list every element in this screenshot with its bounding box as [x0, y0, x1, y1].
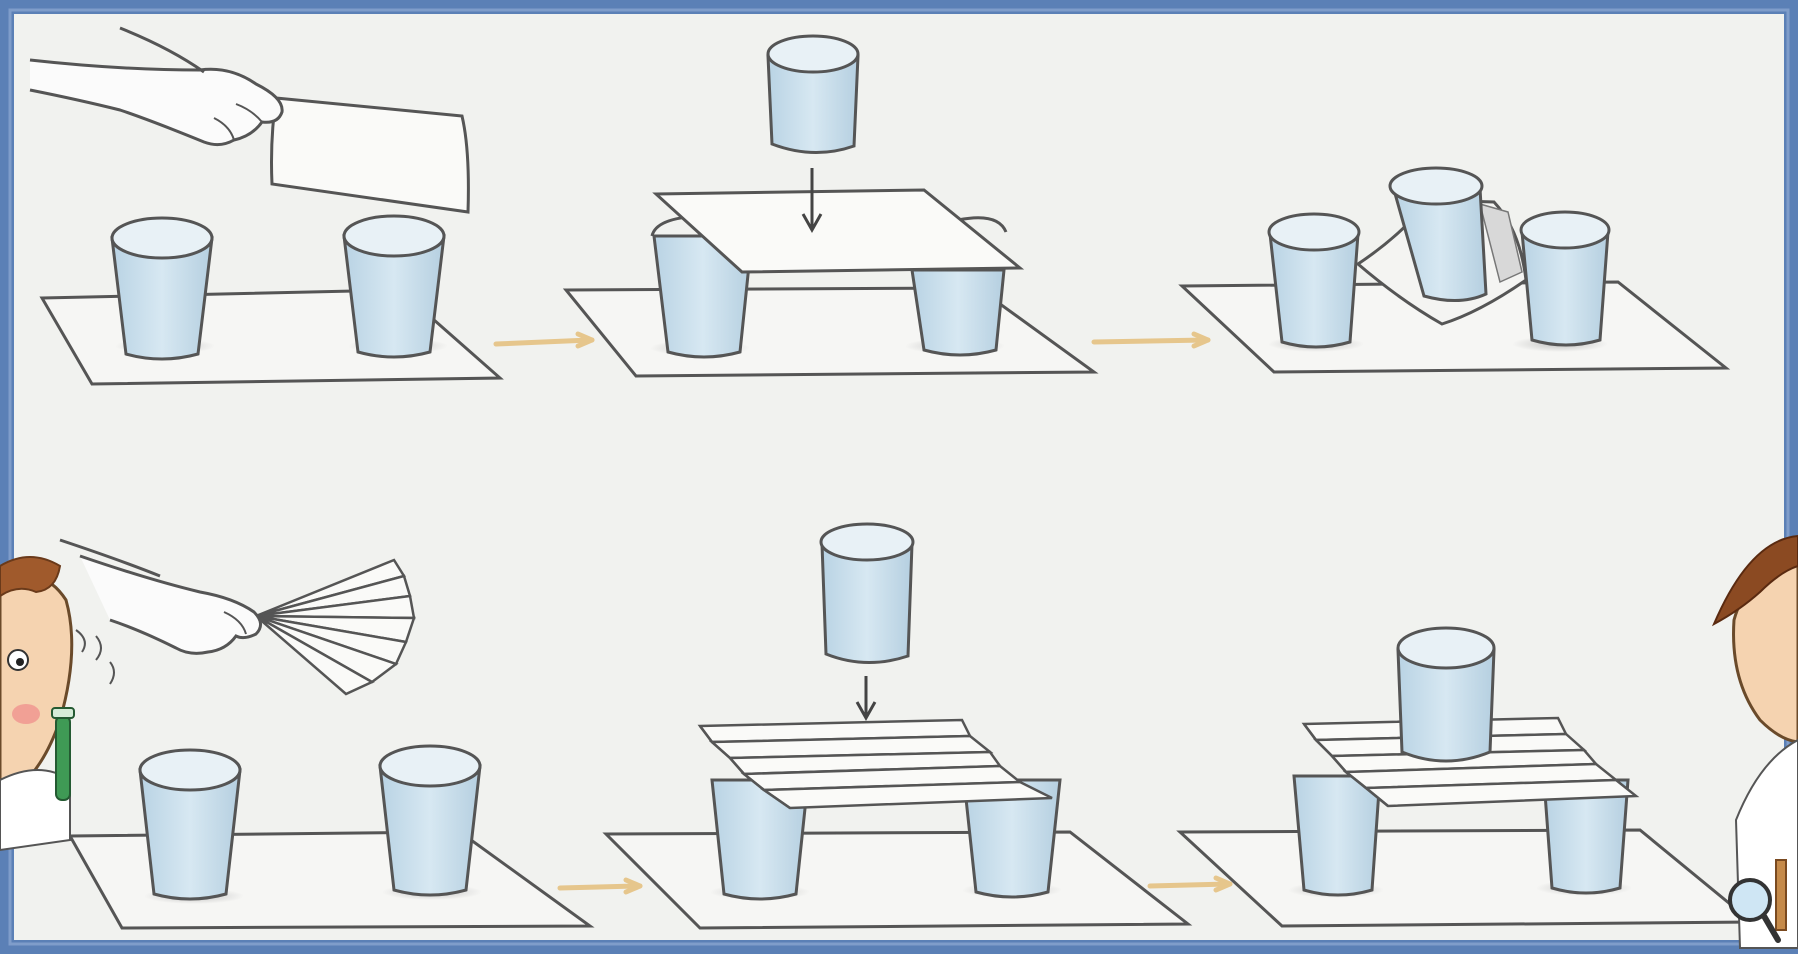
cup-descending [768, 36, 858, 153]
cup [112, 218, 215, 359]
cup [1288, 776, 1384, 898]
test-tube-icon [52, 708, 74, 800]
cup [380, 746, 482, 900]
cup-descending [821, 524, 913, 663]
cup [1268, 214, 1364, 352]
cup-supported [1398, 628, 1494, 761]
cup [140, 750, 244, 904]
cup [344, 216, 448, 357]
